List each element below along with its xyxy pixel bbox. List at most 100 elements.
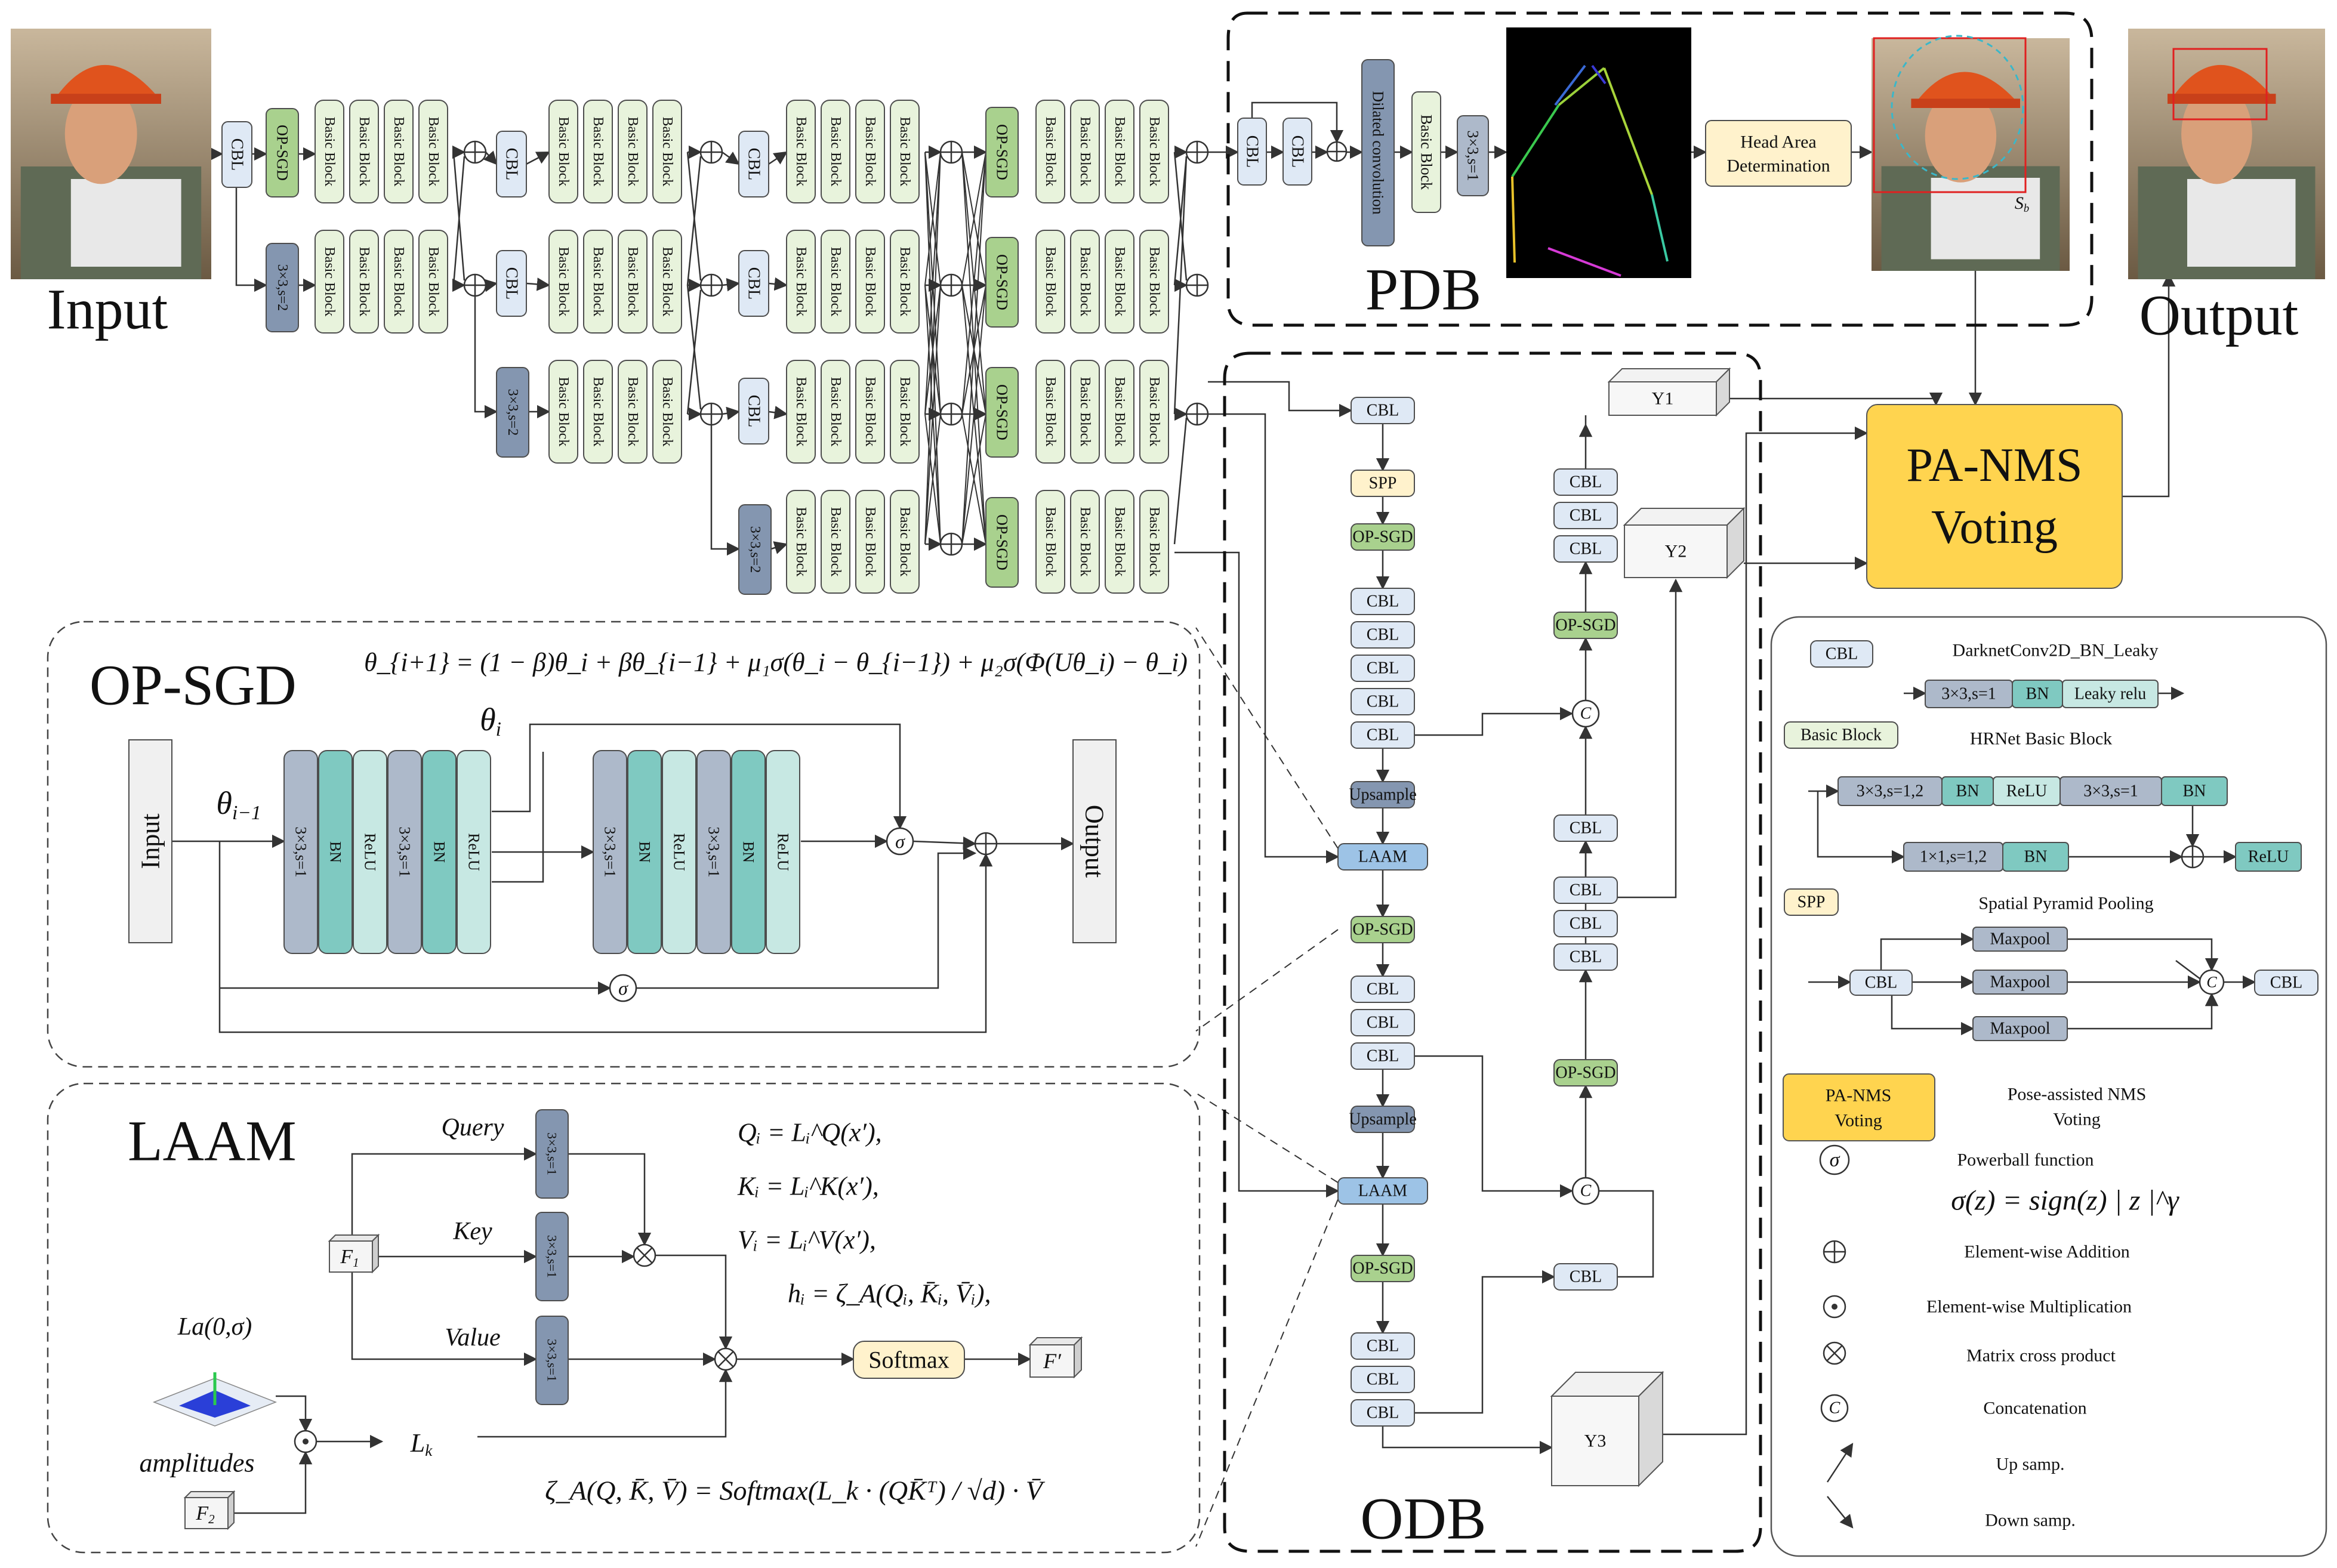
s3-in-cbl3 xyxy=(722,406,741,421)
stage1-row1-2-label: Basic Block xyxy=(391,117,406,187)
stage3-row2-3-label: Basic Block xyxy=(897,247,912,317)
legend-spp-cbl-in-label: CBL xyxy=(1865,974,1897,992)
s4-fuse-3 xyxy=(961,152,986,286)
odb-y3 xyxy=(1551,1396,1639,1486)
opsgd-chain-b-1-label: BN xyxy=(636,841,653,863)
pdb-region xyxy=(1226,11,2094,327)
cbl-to-down xyxy=(235,187,268,292)
odb-a-cbl-2 xyxy=(1351,655,1415,682)
stage4-row3-0-label: Basic Block xyxy=(1043,377,1058,447)
opsgd-sigma2-out xyxy=(636,846,977,989)
opsgd-sigma-1 xyxy=(886,827,914,856)
stage4-row1-0-label: Basic Block xyxy=(1043,117,1058,187)
stage2-row3-3 xyxy=(652,360,682,464)
opsgd-chain-b-3-label: 3×3,s=1 xyxy=(705,827,723,878)
laam-fprime-side xyxy=(1074,1336,1082,1379)
stage4-row2-2 xyxy=(1105,230,1134,334)
laam-f2-label: F2 xyxy=(195,1502,215,1527)
input-image-helmet-brim xyxy=(51,94,161,104)
stage3-row4-2 xyxy=(855,490,885,594)
stage3-row4-1 xyxy=(821,490,850,594)
opsgd-chain-b-0 xyxy=(593,750,627,954)
bb-to-laam2 xyxy=(1174,551,1340,1198)
pdb-sb-sub: b xyxy=(2024,202,2029,215)
stage4-row1-1 xyxy=(1070,100,1100,203)
stage2-row1-0-label: Basic Block xyxy=(556,117,571,187)
stage4-row3-3 xyxy=(1139,360,1169,464)
stage4-opsgd-4-label: OP-SGD xyxy=(994,514,1011,570)
legend-spp-r1 xyxy=(2067,938,2219,972)
s3-fuse-10 xyxy=(924,285,941,545)
stage3-cbl-2 xyxy=(738,250,769,317)
odb-a-cbl-3-label: CBL xyxy=(1367,693,1399,711)
pdb-title: PDB xyxy=(1365,257,1482,323)
legend-concat-icon-label: C xyxy=(1829,1399,1840,1418)
pdb-conv-label: 3×3,s=1 xyxy=(1465,131,1482,181)
skeleton-limb-5 xyxy=(1547,247,1621,277)
legend-spp-r3 xyxy=(2067,992,2219,1030)
stage4-row3-3-label: Basic Block xyxy=(1146,377,1162,447)
stage4-row4-0 xyxy=(1035,490,1065,594)
opsgd-chain-b-0-label: 3×3,s=1 xyxy=(602,827,619,878)
legend-bb-top-1-label: BN xyxy=(1956,782,1980,801)
stage4-row1-2 xyxy=(1105,100,1134,203)
opsgd-chain-a-2 xyxy=(353,750,387,954)
stage4-opsgd-2 xyxy=(985,237,1019,328)
odb-y2-cbl-2 xyxy=(1553,943,1618,971)
legend-cbl-part-1-label: BN xyxy=(2026,685,2049,703)
legend-maxpool-2 xyxy=(1972,1016,2068,1041)
opsgd-chain-b-5 xyxy=(766,750,800,954)
opsgd-theta-to-sigma xyxy=(492,723,907,830)
stage1-row2-2-label: Basic Block xyxy=(391,247,406,317)
stage2-downconv-label: 3×3,s=2 xyxy=(505,389,520,436)
s4-fuse-10 xyxy=(961,285,986,545)
s4-fuse-9 xyxy=(961,152,986,545)
s3-in-cbl1 xyxy=(722,151,740,165)
s2x xyxy=(686,285,702,410)
opsgd-sigma-2-label: σ xyxy=(618,977,628,999)
laam-f1-label-sub: 1 xyxy=(353,1255,359,1270)
opsgd-chain-a-3-label: 3×3,s=1 xyxy=(396,827,414,878)
pa-nms-line1: PA-NMS xyxy=(1907,439,2083,492)
stage2-row2-2-label: Basic Block xyxy=(625,247,640,317)
leader-opsgd-a xyxy=(1195,929,1339,1032)
stage4-opsgd-1 xyxy=(985,107,1019,197)
odb-concat-1-label: C xyxy=(1580,705,1592,723)
pdb-head-ellipse xyxy=(1891,35,2024,180)
odb-to-y3 xyxy=(1382,1426,1553,1455)
s1x2 xyxy=(452,156,465,286)
legend-maxpool-1-label: Maxpool xyxy=(1990,973,2050,992)
legend-up-desc: Up samp. xyxy=(1996,1455,2065,1474)
odb-cbl-top-label: CBL xyxy=(1367,402,1399,420)
odb-y2 xyxy=(1624,524,1728,578)
odb-opsgd-3 xyxy=(1351,1255,1415,1282)
stage3-row2-3 xyxy=(890,230,920,334)
s4-fuse-11 xyxy=(961,413,986,545)
connector-layer xyxy=(172,101,2256,1547)
stage2-row3-2-label: Basic Block xyxy=(625,377,640,447)
stage1-row1-1 xyxy=(349,100,379,203)
legend-sigma-icon-label: σ xyxy=(1830,1149,1840,1171)
laam-la-to-mul xyxy=(276,1395,313,1433)
odb-y1-cbl-0 xyxy=(1553,468,1618,496)
skeleton-limb-4 xyxy=(1651,194,1669,262)
head-area-box xyxy=(1705,120,1852,187)
legend-maxpool-0 xyxy=(1972,927,2068,952)
odb-c-cbl-2 xyxy=(1351,1399,1415,1427)
stage2-row2-1-label: Basic Block xyxy=(590,247,606,317)
backbone-downconv-1-label: 3×3,s=2 xyxy=(275,264,290,311)
opsgd-input xyxy=(128,739,172,943)
s1-out-b xyxy=(483,279,498,292)
laam-softmax-label: Softmax xyxy=(868,1347,949,1373)
stage2-row3-2 xyxy=(618,360,648,464)
opsgd-chain-b-4-label: BN xyxy=(740,841,757,863)
bb-to-odb-top xyxy=(1208,381,1353,418)
pdb-skip xyxy=(1251,101,1344,144)
laam-conv-v xyxy=(535,1316,569,1405)
stage3-row2-2 xyxy=(855,230,885,334)
pdb-photo-face xyxy=(1925,89,1997,183)
odb-c-to-cbl xyxy=(1414,1270,1556,1414)
legend-cross-desc: Matrix cross product xyxy=(1966,1346,2116,1366)
laam-eq-q: Qᵢ = Lᵢ^Q(x′), xyxy=(738,1118,882,1147)
stage4-row2-2-label: Basic Block xyxy=(1112,247,1127,317)
